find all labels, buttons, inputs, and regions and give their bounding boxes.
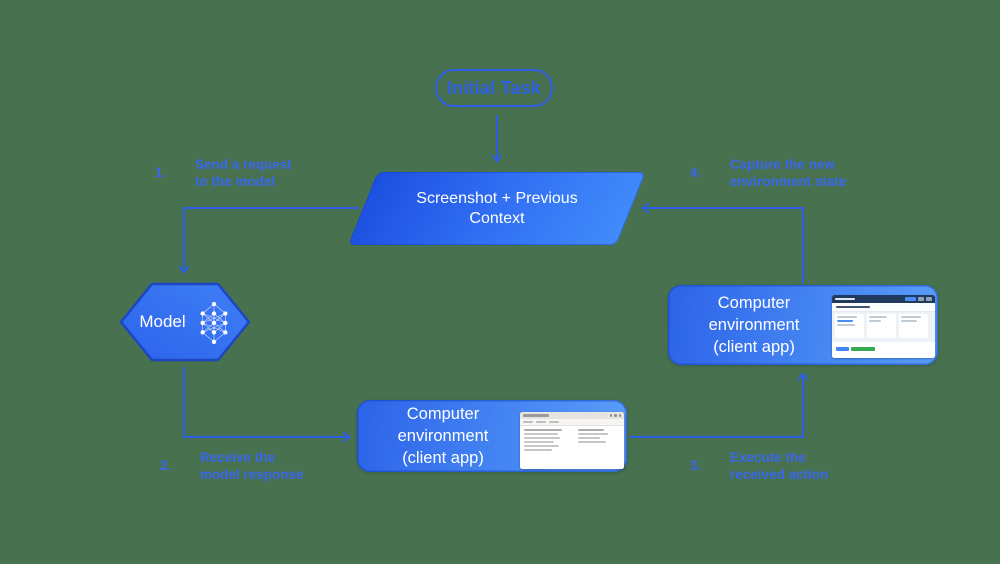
- step-3-number: 3.: [690, 458, 702, 473]
- computer-env-right-node: Computer environment (client app): [668, 285, 938, 365]
- screenshot-context-label: Screenshot + Previous Context: [416, 189, 578, 227]
- arrow-env-bottom-to-env-right: [630, 372, 809, 438]
- desktop-app-screenshot-thumbnail: [520, 412, 624, 469]
- step-4: 4. Capture the new environment state: [690, 156, 846, 190]
- step-1: 1. Send a request to the model: [155, 156, 292, 190]
- web-app-screenshot-thumbnail: [832, 295, 935, 358]
- initial-task-node: Initial Task: [435, 69, 553, 107]
- step-1-number: 1.: [155, 165, 167, 180]
- screenshot-context-node: Screenshot + Previous Context: [348, 172, 646, 245]
- initial-task-label: Initial Task: [446, 77, 542, 98]
- step-2-label: Receive the model response: [200, 450, 304, 482]
- arrow-model-to-env-bottom: [183, 367, 351, 443]
- computer-env-bottom-label: Computer environment (client app): [397, 405, 489, 467]
- thumbnail-progress-bars: [832, 342, 935, 358]
- model-node: Model: [118, 281, 252, 363]
- neural-network-icon: [200, 301, 228, 344]
- step-2-number: 2.: [160, 458, 172, 473]
- step-1-label: Send a request to the model: [195, 157, 292, 189]
- thumbnail-file-list: [520, 426, 624, 469]
- computer-env-bottom-node: Computer environment (client app): [357, 400, 627, 472]
- step-3-label: Execute the received action: [730, 450, 829, 482]
- thumbnail-page-heading: [832, 303, 935, 312]
- step-3: 3. Execute the received action: [690, 449, 828, 483]
- thumbnail-navbar: [832, 295, 935, 303]
- hexagon-shape: [119, 282, 251, 362]
- thumbnail-cards: [832, 312, 935, 342]
- thumbnail-toolbar: [520, 419, 624, 426]
- computer-env-right-label: Computer environment (client app): [708, 294, 800, 356]
- model-label: Model: [139, 312, 186, 331]
- step-4-number: 4.: [690, 165, 702, 180]
- step-2: 2. Receive the model response: [160, 449, 304, 483]
- arrow-env-right-to-context: [641, 202, 804, 284]
- thumbnail-titlebar: [520, 412, 624, 419]
- arrow-context-to-model: [178, 207, 359, 274]
- step-4-label: Capture the new environment state: [730, 157, 847, 189]
